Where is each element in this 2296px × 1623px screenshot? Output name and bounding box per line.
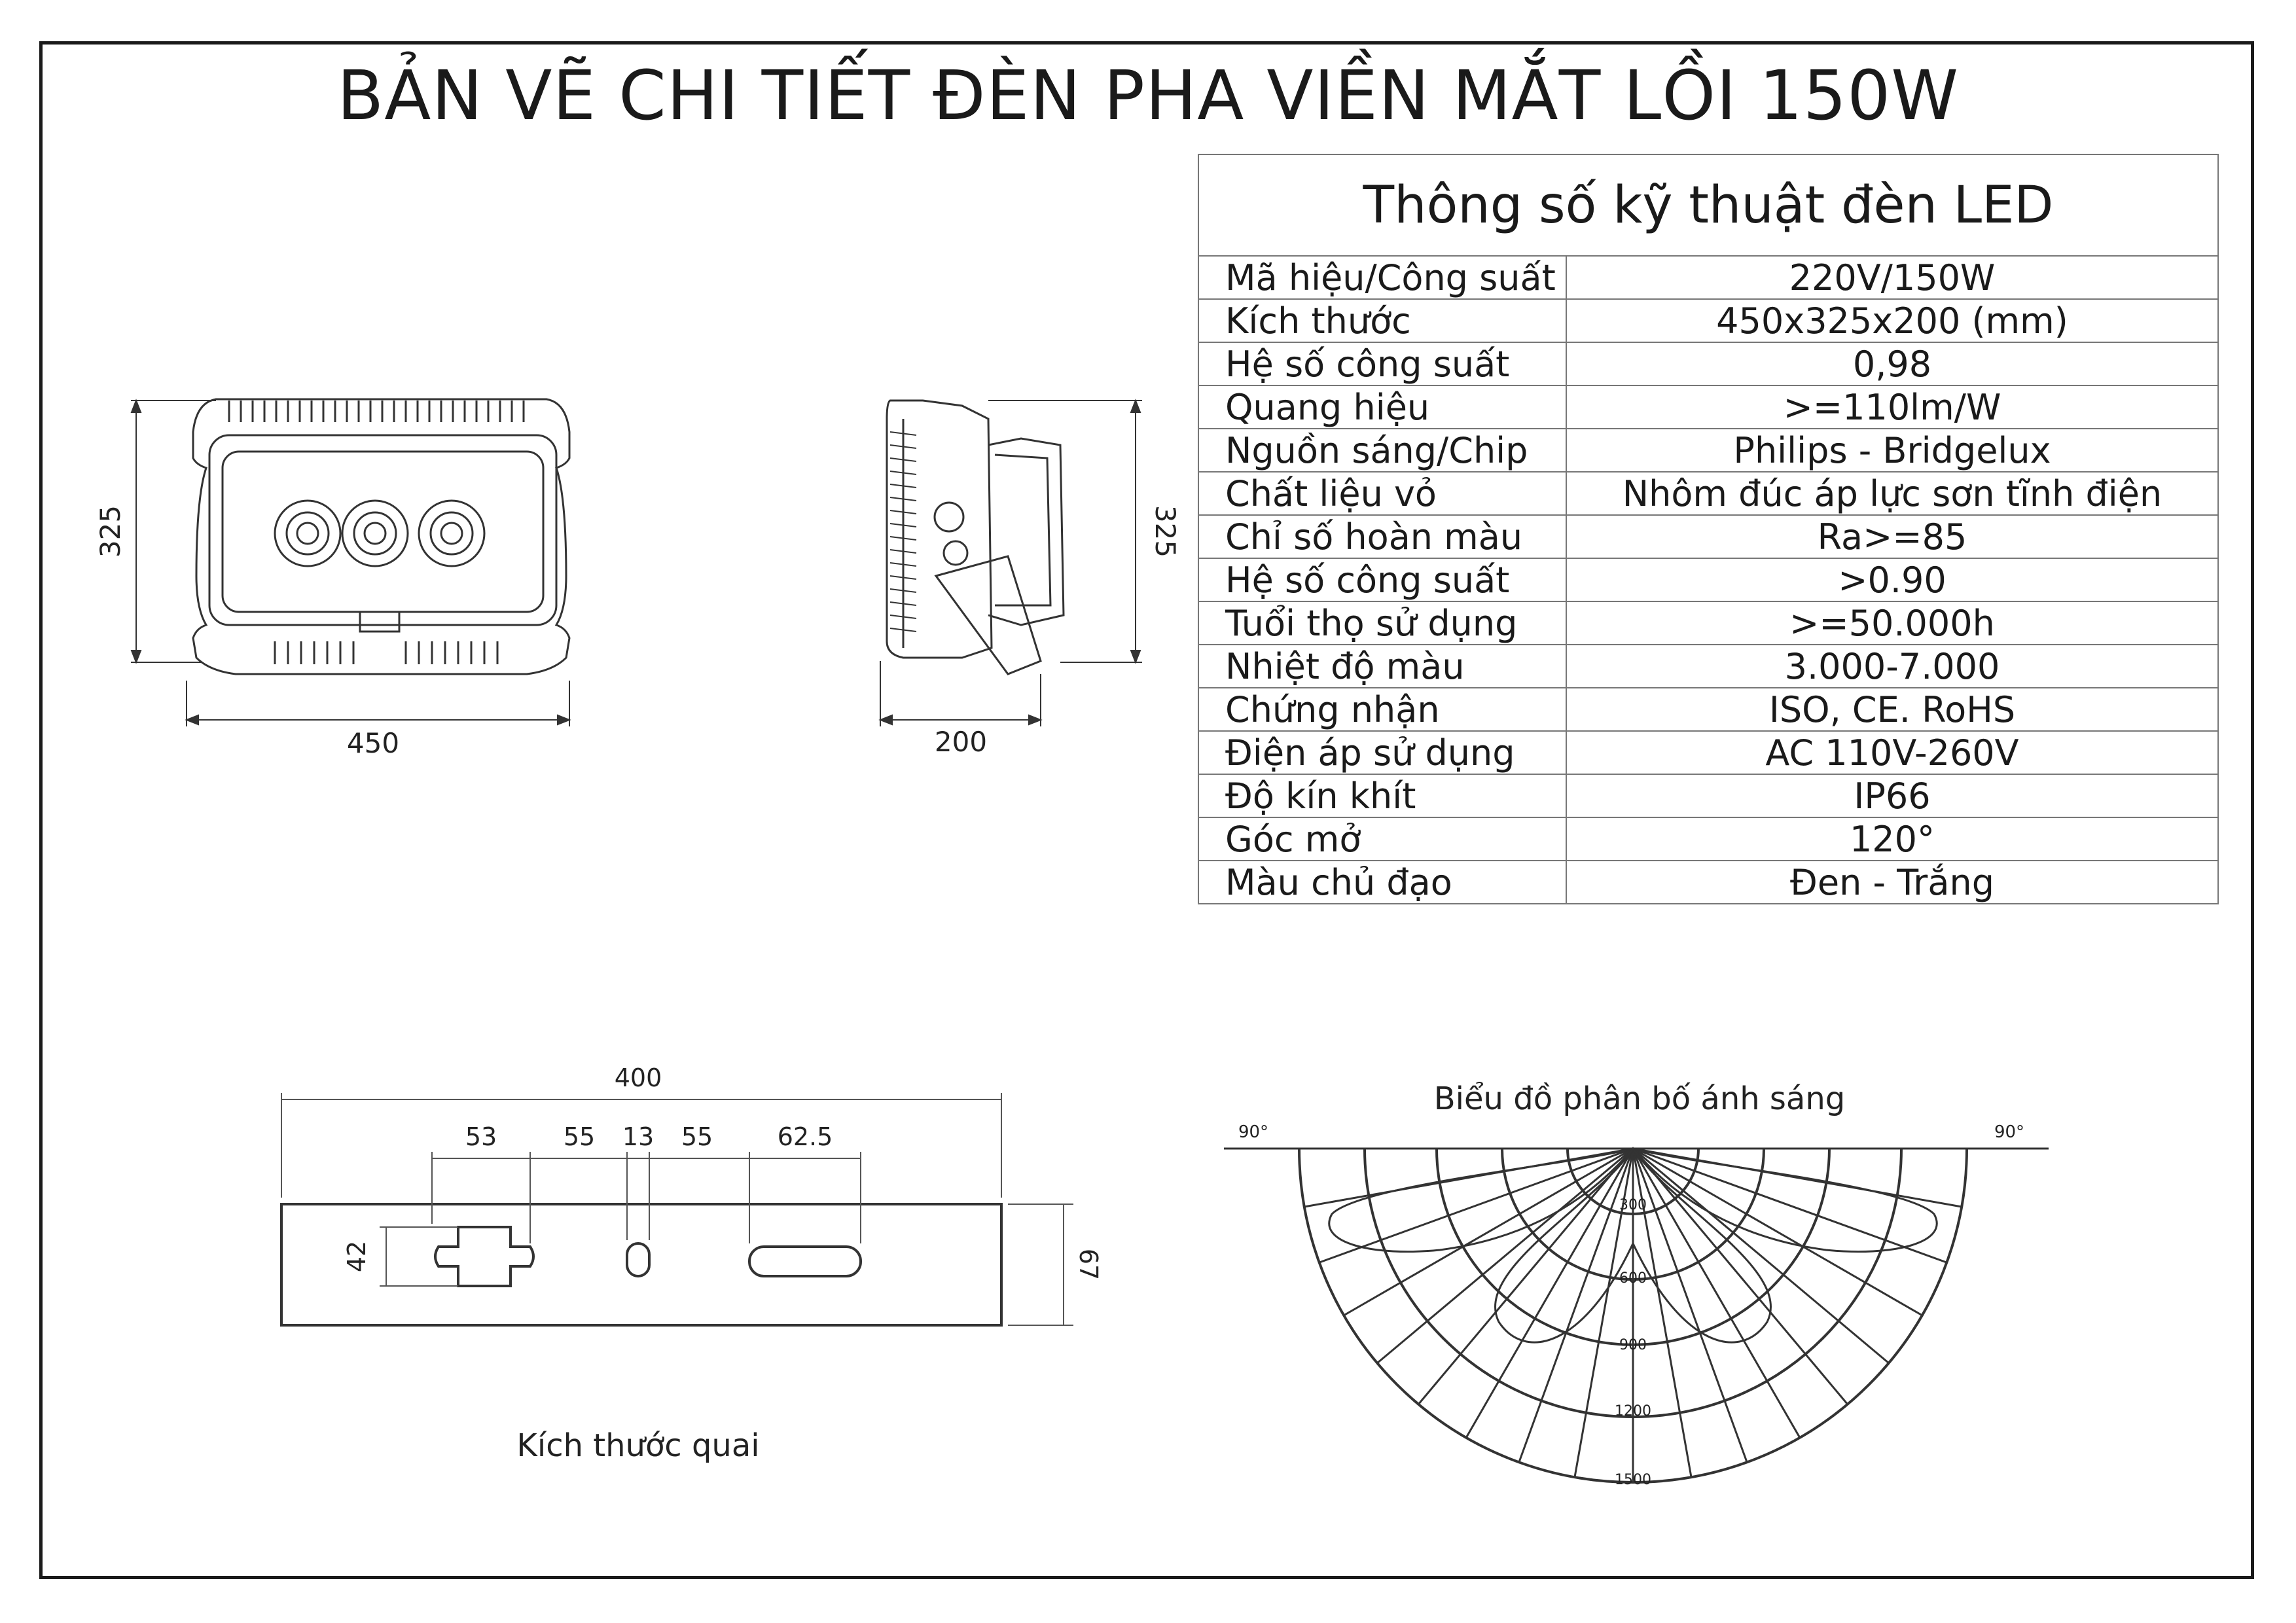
- spec-value: 220V/150W: [1566, 255, 2219, 300]
- spec-label: Độ kín khít: [1198, 774, 1567, 818]
- side-dimension-lines: [878, 399, 1142, 726]
- bracket-segment-label: 62.5: [778, 1122, 833, 1151]
- intensity-curves: [1328, 1147, 1938, 1344]
- spec-value: 0,98: [1566, 342, 2219, 386]
- front-height-label: 325: [94, 505, 126, 558]
- polar-ring-label: 900: [1619, 1337, 1647, 1353]
- spec-value: 120°: [1566, 817, 2219, 861]
- polar-radials: [1299, 1147, 1967, 1482]
- front-width-label: 450: [347, 727, 399, 759]
- polar-caption: Biểu đồ phân bố ánh sáng: [1434, 1080, 1845, 1117]
- spec-row: Tuổi thọ sử dụng>=50.000h: [1198, 601, 2219, 645]
- drawing-frame: [39, 41, 2254, 1579]
- spec-label: Góc mở: [1198, 817, 1567, 861]
- spec-label: Tuổi thọ sử dụng: [1198, 601, 1567, 645]
- spec-value: AC 110V-260V: [1566, 730, 2219, 775]
- spec-label: Hệ số công suất: [1198, 342, 1567, 386]
- polar-angle-right: 90°: [1994, 1122, 2024, 1142]
- polar-ring-label: 300: [1619, 1197, 1647, 1213]
- spec-value: IP66: [1566, 774, 2219, 818]
- spec-label: Chất liệu vỏ: [1198, 471, 1567, 516]
- spec-value: Nhôm đúc áp lực sơn tĩnh điện: [1566, 471, 2219, 516]
- spec-row: Quang hiệu>=110lm/W: [1198, 385, 2219, 429]
- spec-table: Thông số kỹ thuật đèn LED Mã hiệu/Công s…: [1198, 154, 2219, 904]
- spec-value: 450x325x200 (mm): [1566, 298, 2219, 343]
- spec-value: 3.000-7.000: [1566, 644, 2219, 688]
- spec-value: >=50.000h: [1566, 601, 2219, 645]
- bracket-segment-label: 55: [681, 1122, 713, 1151]
- spec-value: >0.90: [1566, 558, 2219, 602]
- spec-label: Nguồn sáng/Chip: [1198, 428, 1567, 473]
- polar-ring-label: 1500: [1615, 1472, 1651, 1488]
- spec-value: >=110lm/W: [1566, 385, 2219, 429]
- polar-ring-label: 600: [1619, 1270, 1647, 1287]
- long-slot: [748, 1245, 862, 1277]
- bezel-frame: [208, 434, 558, 626]
- bracket-segment-label: 53: [465, 1122, 497, 1151]
- cooling-fins-bottom: [274, 611, 499, 664]
- spec-label: Nhiệt độ màu: [1198, 644, 1567, 688]
- bracket-segment-label: 55: [564, 1122, 595, 1151]
- spec-table-heading: Thông số kỹ thuật đèn LED: [1198, 154, 2219, 257]
- bracket-dimension-lines: [281, 1093, 1073, 1326]
- spec-label: Hệ số công suất: [1198, 558, 1567, 602]
- bracket-height-label: 67: [1074, 1249, 1103, 1280]
- bracket-total-label: 400: [615, 1063, 662, 1092]
- bracket-plate: [280, 1203, 1003, 1327]
- led-lenses: [274, 499, 486, 567]
- round-hole: [626, 1242, 651, 1277]
- intensity-curve-narrow: [1494, 1147, 1772, 1344]
- spec-row: Hệ số công suất>0.90: [1198, 558, 2219, 602]
- spec-label: Mã hiệu/Công suất: [1198, 255, 1567, 300]
- cooling-fins-top: [228, 401, 525, 422]
- spec-label: Quang hiệu: [1198, 385, 1567, 429]
- side-depth-label: 200: [935, 726, 987, 758]
- spec-label: Chỉ số hoàn màu: [1198, 514, 1567, 559]
- front-dimension-lines: [130, 399, 571, 726]
- spec-label: Kích thước: [1198, 298, 1567, 343]
- page-title: BẢN VẼ CHI TIẾT ĐÈN PHA VIỀN MẮT LỒI 150…: [336, 56, 1960, 135]
- spec-label: Điện áp sử dụng: [1198, 730, 1567, 775]
- side-height-label: 325: [1149, 505, 1181, 558]
- spec-label: Chứng nhận: [1198, 687, 1567, 732]
- cross-slot: [434, 1226, 535, 1287]
- spec-label: Màu chủ đạo: [1198, 860, 1567, 904]
- polar-ring-label: 1200: [1615, 1403, 1651, 1419]
- spec-value: Ra>=85: [1566, 514, 2219, 559]
- spec-value: Philips - Bridgelux: [1566, 428, 2219, 473]
- glass-panel: [221, 450, 545, 613]
- polar-angle-left: 90°: [1238, 1122, 1268, 1142]
- bracket-slot-height-label: 42: [342, 1241, 371, 1272]
- bracket-segment-label: 13: [622, 1122, 654, 1151]
- lamp-side-profile: [886, 399, 1065, 675]
- spec-value: ISO, CE. RoHS: [1566, 687, 2219, 732]
- bracket-caption: Kích thước quai: [516, 1427, 759, 1464]
- spec-value: Đen - Trắng: [1566, 860, 2219, 904]
